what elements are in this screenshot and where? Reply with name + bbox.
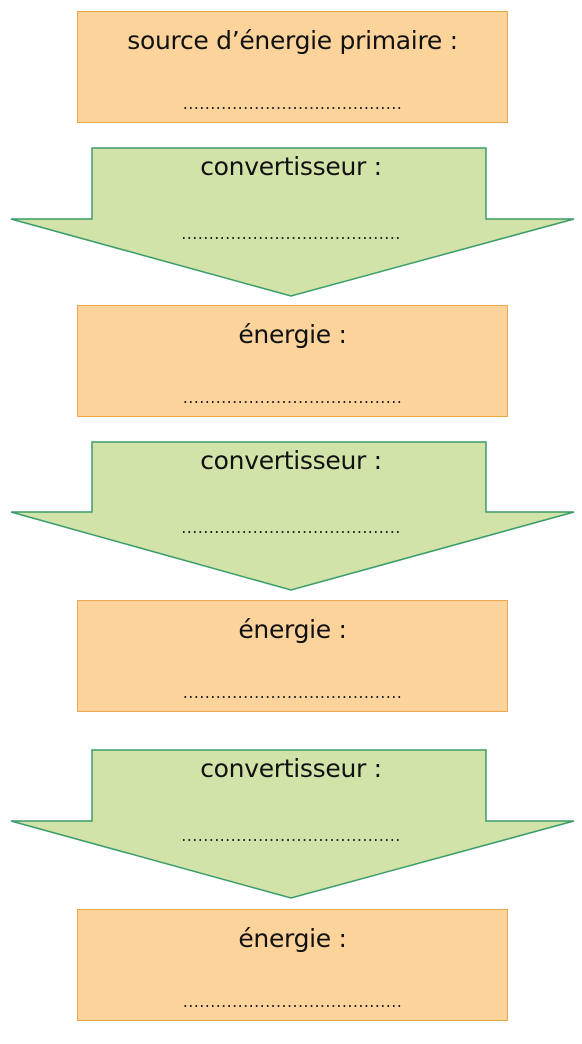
converter-arrow-3: convertisseur : ........................… (0, 748, 582, 900)
down-arrow-shape-2 (10, 441, 575, 591)
energy-blank-3[interactable]: ........................................ (182, 992, 403, 1011)
converter-label-1: convertisseur : (200, 152, 382, 181)
converter-blank-3[interactable]: ........................................ (181, 826, 401, 845)
converter-label-2: convertisseur : (200, 446, 382, 475)
energy-blank-1[interactable]: ........................................ (182, 388, 403, 407)
energy-blank-2[interactable]: ........................................ (182, 683, 403, 702)
converter-arrow-1: convertisseur : ........................… (0, 146, 582, 298)
converter-label-3: convertisseur : (200, 754, 382, 783)
energy-box-1: énergie : ..............................… (77, 305, 508, 417)
primary-energy-source-blank[interactable]: ........................................ (182, 94, 403, 113)
energy-label-3: énergie : (238, 924, 347, 953)
converter-arrow-2: convertisseur : ........................… (0, 440, 582, 592)
primary-energy-source-label: source d’énergie primaire : (127, 26, 458, 55)
primary-energy-source-box: source d’énergie primaire : ............… (77, 11, 508, 123)
down-arrow-shape-3 (10, 749, 575, 899)
converter-blank-2[interactable]: ........................................ (181, 518, 401, 537)
energy-box-3: énergie : ..............................… (77, 909, 508, 1021)
energy-label-2: énergie : (238, 615, 347, 644)
converter-blank-1[interactable]: ........................................ (181, 224, 401, 243)
down-arrow-shape-1 (10, 147, 575, 297)
energy-box-2: énergie : ..............................… (77, 600, 508, 712)
energy-label-1: énergie : (238, 320, 347, 349)
